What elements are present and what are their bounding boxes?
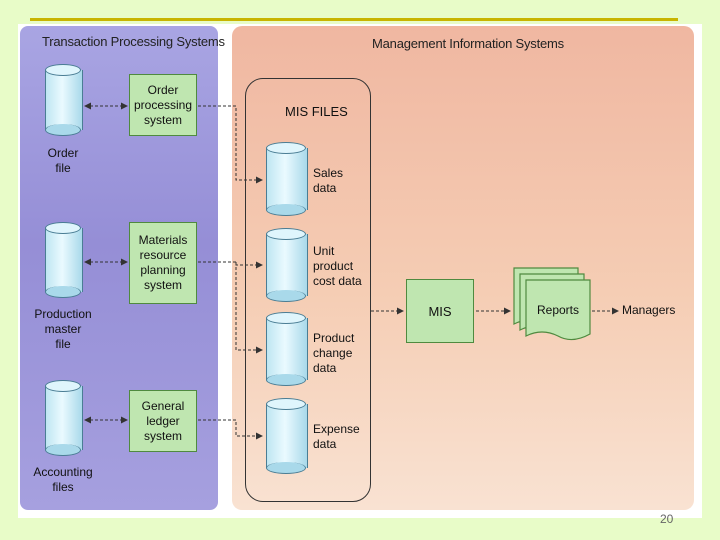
expense-data-label: Expense data [313, 422, 360, 451]
top-rule [30, 18, 678, 21]
sales-data-label: Sales data [313, 166, 344, 195]
mis-title: Management Information Systems [372, 36, 564, 51]
order-to-sales-link [198, 105, 263, 184]
page-number: 20 [660, 512, 674, 526]
mrp-to-change-link [235, 262, 263, 354]
sales-data-cylinder [266, 142, 308, 216]
order-file-cylinder [45, 64, 83, 136]
mis-files-group [245, 78, 371, 502]
mis-files-title: MIS FILES [285, 104, 348, 119]
expense-data-cylinder [266, 398, 308, 474]
mrp-to-cost-link [198, 261, 263, 269]
tps-title: Transaction Processing Systems [42, 34, 225, 49]
mis-panel [232, 26, 694, 510]
accounting-files-label: Accounting files [33, 465, 93, 494]
managers-label: Managers [622, 303, 676, 317]
product-change-data-cylinder [266, 312, 308, 386]
general-ledger-system-box: General ledger system [129, 390, 197, 452]
accounting-files-cylinder [45, 380, 83, 456]
order-processing-system-box: Order processing system [129, 74, 197, 136]
unit-product-cost-data-label: Unit product cost data [313, 244, 362, 288]
production-master-file-cylinder [45, 222, 83, 298]
production-master-file-label: Production master file [34, 307, 92, 351]
product-change-data-label: Product change data [313, 331, 355, 375]
reports-label: Reports [536, 303, 580, 317]
mis-box: MIS [406, 279, 474, 343]
unit-product-cost-data-cylinder [266, 228, 308, 302]
ledger-to-expense-link [198, 419, 263, 440]
order-file-label: Order file [47, 146, 79, 175]
materials-resource-planning-system-box: Materials resource planning system [129, 222, 197, 304]
